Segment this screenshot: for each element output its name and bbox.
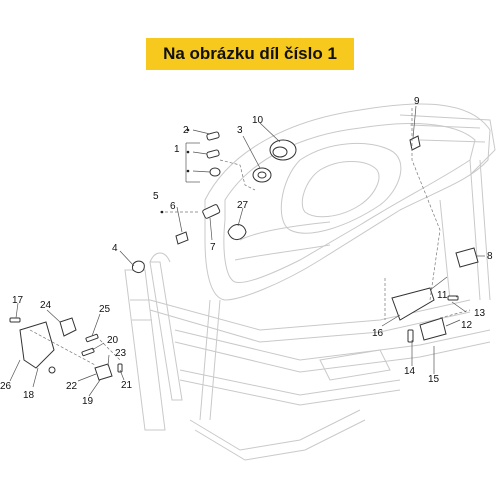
callout-5: 5 [153,191,159,202]
parts [9,108,479,381]
callout-8: 8 [487,251,493,262]
page-title-banner: Na obrázku díl číslo 1 [146,38,354,70]
callout-11: 11 [437,290,448,301]
callout-26: 26 [0,381,12,392]
callout-1: 1 [174,144,180,155]
callout-14: 14 [404,366,416,377]
callout-22: 22 [66,381,78,392]
callout-2: 2 [183,125,189,136]
callout-25: 25 [99,304,111,315]
callout-21: 21 [121,380,133,391]
callout-20: 20 [107,335,119,346]
callout-12: 12 [461,320,473,331]
callout-19: 19 [82,396,94,407]
frame-outline [124,103,496,461]
callout-13: 13 [474,308,486,319]
page-title: Na obrázku díl číslo 1 [163,44,337,63]
callout-10: 10 [252,115,264,126]
callout-6: 6 [170,201,176,212]
callout-9: 9 [414,96,420,107]
callout-18: 18 [23,390,35,401]
callout-17: 17 [12,295,24,306]
callout-24: 24 [40,300,52,311]
callout-27: 27 [237,200,249,211]
callout-labels: 1 2 3 4 5 6 7 8 9 10 11 12 13 14 15 16 1… [0,96,493,407]
callout-15: 15 [428,374,440,385]
callout-23: 23 [115,348,127,359]
bracket-dots [160,128,190,214]
callout-3: 3 [237,125,243,136]
leader-lines [9,105,485,397]
callout-16: 16 [372,328,384,339]
callout-7: 7 [210,242,216,253]
callout-4: 4 [112,243,118,254]
